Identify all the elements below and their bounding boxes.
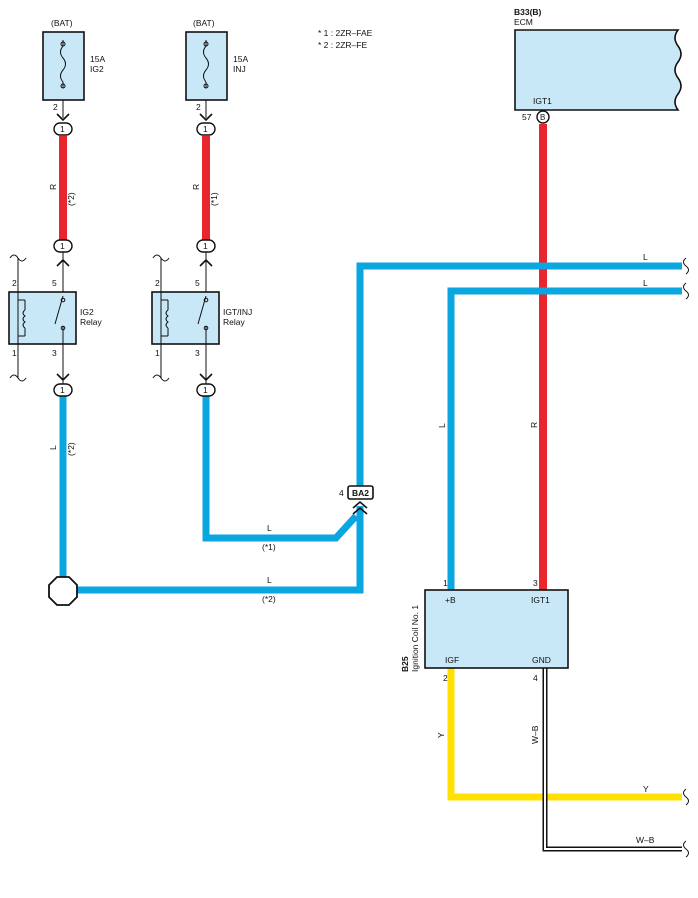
wire-splice-blue (77, 506, 364, 594)
wire-coil-plus (447, 287, 682, 590)
wire-ig2-top-color: R (48, 184, 58, 190)
coil-pin-igt: 3 (533, 578, 538, 588)
relay-inj-coil (161, 299, 169, 337)
relay-inj-pin-2: 2 (155, 278, 160, 288)
ecm-name: ECM (514, 17, 533, 27)
relay-inj-name: IGT/INJ (223, 307, 252, 317)
wire-inj-bottom-note: (*1) (262, 542, 276, 552)
fuse-inj-symbol (203, 40, 209, 88)
wire-ends (683, 257, 689, 858)
relay-inj-sub: Relay (223, 317, 245, 327)
wire-ig2-bottom-note: (*2) (66, 442, 76, 456)
relay-inj-conn-out (196, 383, 216, 397)
coil-terminal-igf: IGF (445, 655, 459, 665)
coil-pin-gnd: 4 (533, 673, 538, 683)
junction-pin: 4 (339, 488, 344, 498)
fuse-inj-pin: 2 (196, 102, 201, 112)
wire-ig2-bottom-color: L (48, 445, 58, 450)
fuse-ig2-symbol (60, 40, 66, 88)
ecm-pin: 57 (522, 112, 532, 122)
wire-ba2-up (356, 262, 682, 486)
relay-inj-pin-1: 1 (155, 348, 160, 358)
coil-code: B25 (400, 656, 410, 672)
wire-inj-bottom-color: L (267, 523, 272, 533)
relay-ig2-conn-out (53, 383, 73, 397)
ecm-terminal: IGT1 (533, 96, 552, 106)
ecm-conn-label: B (540, 113, 545, 122)
wire-ig2-top-note: (*2) (66, 192, 76, 206)
fuse-inj-conn-label: 1 (203, 124, 208, 134)
wire-splice-note: (*2) (262, 594, 276, 604)
wire-wb-color: W–B (530, 725, 540, 744)
relay-ig2-sub: Relay (80, 317, 102, 327)
fuse-inj-rating: 15A (233, 54, 248, 64)
wire-igf-yellow (447, 668, 682, 801)
right-wire-2-color: L (643, 278, 648, 288)
wire-y-right: Y (643, 784, 649, 794)
splice-point (48, 576, 78, 606)
fuse-ig2-pin: 2 (53, 102, 58, 112)
junction-arrow (352, 500, 368, 515)
connector-arrow (56, 373, 70, 382)
relay-ig2-pin-2: 2 (12, 278, 17, 288)
ignition-coil (424, 589, 569, 669)
ecm-wire-color: R (529, 422, 539, 428)
relay-inj-pin-5: 5 (195, 278, 200, 288)
fuse-ig2-source: (BAT) (51, 18, 73, 28)
ecm-code: B33(B) (514, 7, 542, 17)
connector-arrow (199, 113, 213, 122)
wire-y-color: Y (436, 732, 446, 738)
wire-splice-color: L (267, 575, 272, 585)
wire-inj-blue (202, 396, 359, 542)
wire-wb-right: W–B (636, 835, 655, 845)
relay-ig2-pin-1: 1 (12, 348, 17, 358)
relay-inj-conn-in-label: 1 (203, 241, 208, 251)
fuse-ig2-name: IG2 (90, 64, 104, 74)
junction-ba2 (347, 485, 374, 500)
relay-inj-pin-3: 3 (195, 348, 200, 358)
note-1: * 1 : 2ZR–FAE (318, 28, 373, 38)
ecm-box (514, 29, 682, 111)
note-2: * 2 : 2ZR–FE (318, 40, 367, 50)
relay-ig2-name: IG2 (80, 307, 94, 317)
fuse-ig2-rating: 15A (90, 54, 105, 64)
relay-ig2-pin-5: 5 (52, 278, 57, 288)
wire-gnd-wb (542, 668, 682, 852)
fuse-inj-name: INJ (233, 64, 246, 74)
relay-ig2-conn-out-label: 1 (60, 385, 65, 395)
coil-pin-igf: 2 (443, 673, 448, 683)
fuse-ig2-conn-label: 1 (60, 124, 65, 134)
coil-terminal-igt: IGT1 (531, 595, 550, 605)
fuse-inj-source: (BAT) (193, 18, 215, 28)
wire-inj-top-note: (*1) (209, 192, 219, 206)
wire-inj-top-color: R (191, 184, 201, 190)
coil-plus-wire-color: L (437, 423, 447, 428)
ecm-conn (536, 110, 550, 124)
relay-inj-conn-out-label: 1 (203, 385, 208, 395)
fuse-inj-conn (196, 122, 216, 136)
coil-terminal-gnd: GND (532, 655, 551, 665)
relay-ig2-conn-in-label: 1 (60, 241, 65, 251)
right-wire-1-color: L (643, 252, 648, 262)
relay-ig2-coil (18, 299, 26, 337)
connector-arrow (56, 113, 70, 122)
connector-arrow (199, 373, 213, 382)
relay-ig2-pin-3: 3 (52, 348, 57, 358)
coil-terminal-plus: +B (445, 595, 456, 605)
coil-name: Ignition Coil No. 1 (410, 605, 420, 672)
fuse-ig2-conn (53, 122, 73, 136)
junction-name: BA2 (352, 488, 369, 498)
coil-pin-plus: 1 (443, 578, 448, 588)
